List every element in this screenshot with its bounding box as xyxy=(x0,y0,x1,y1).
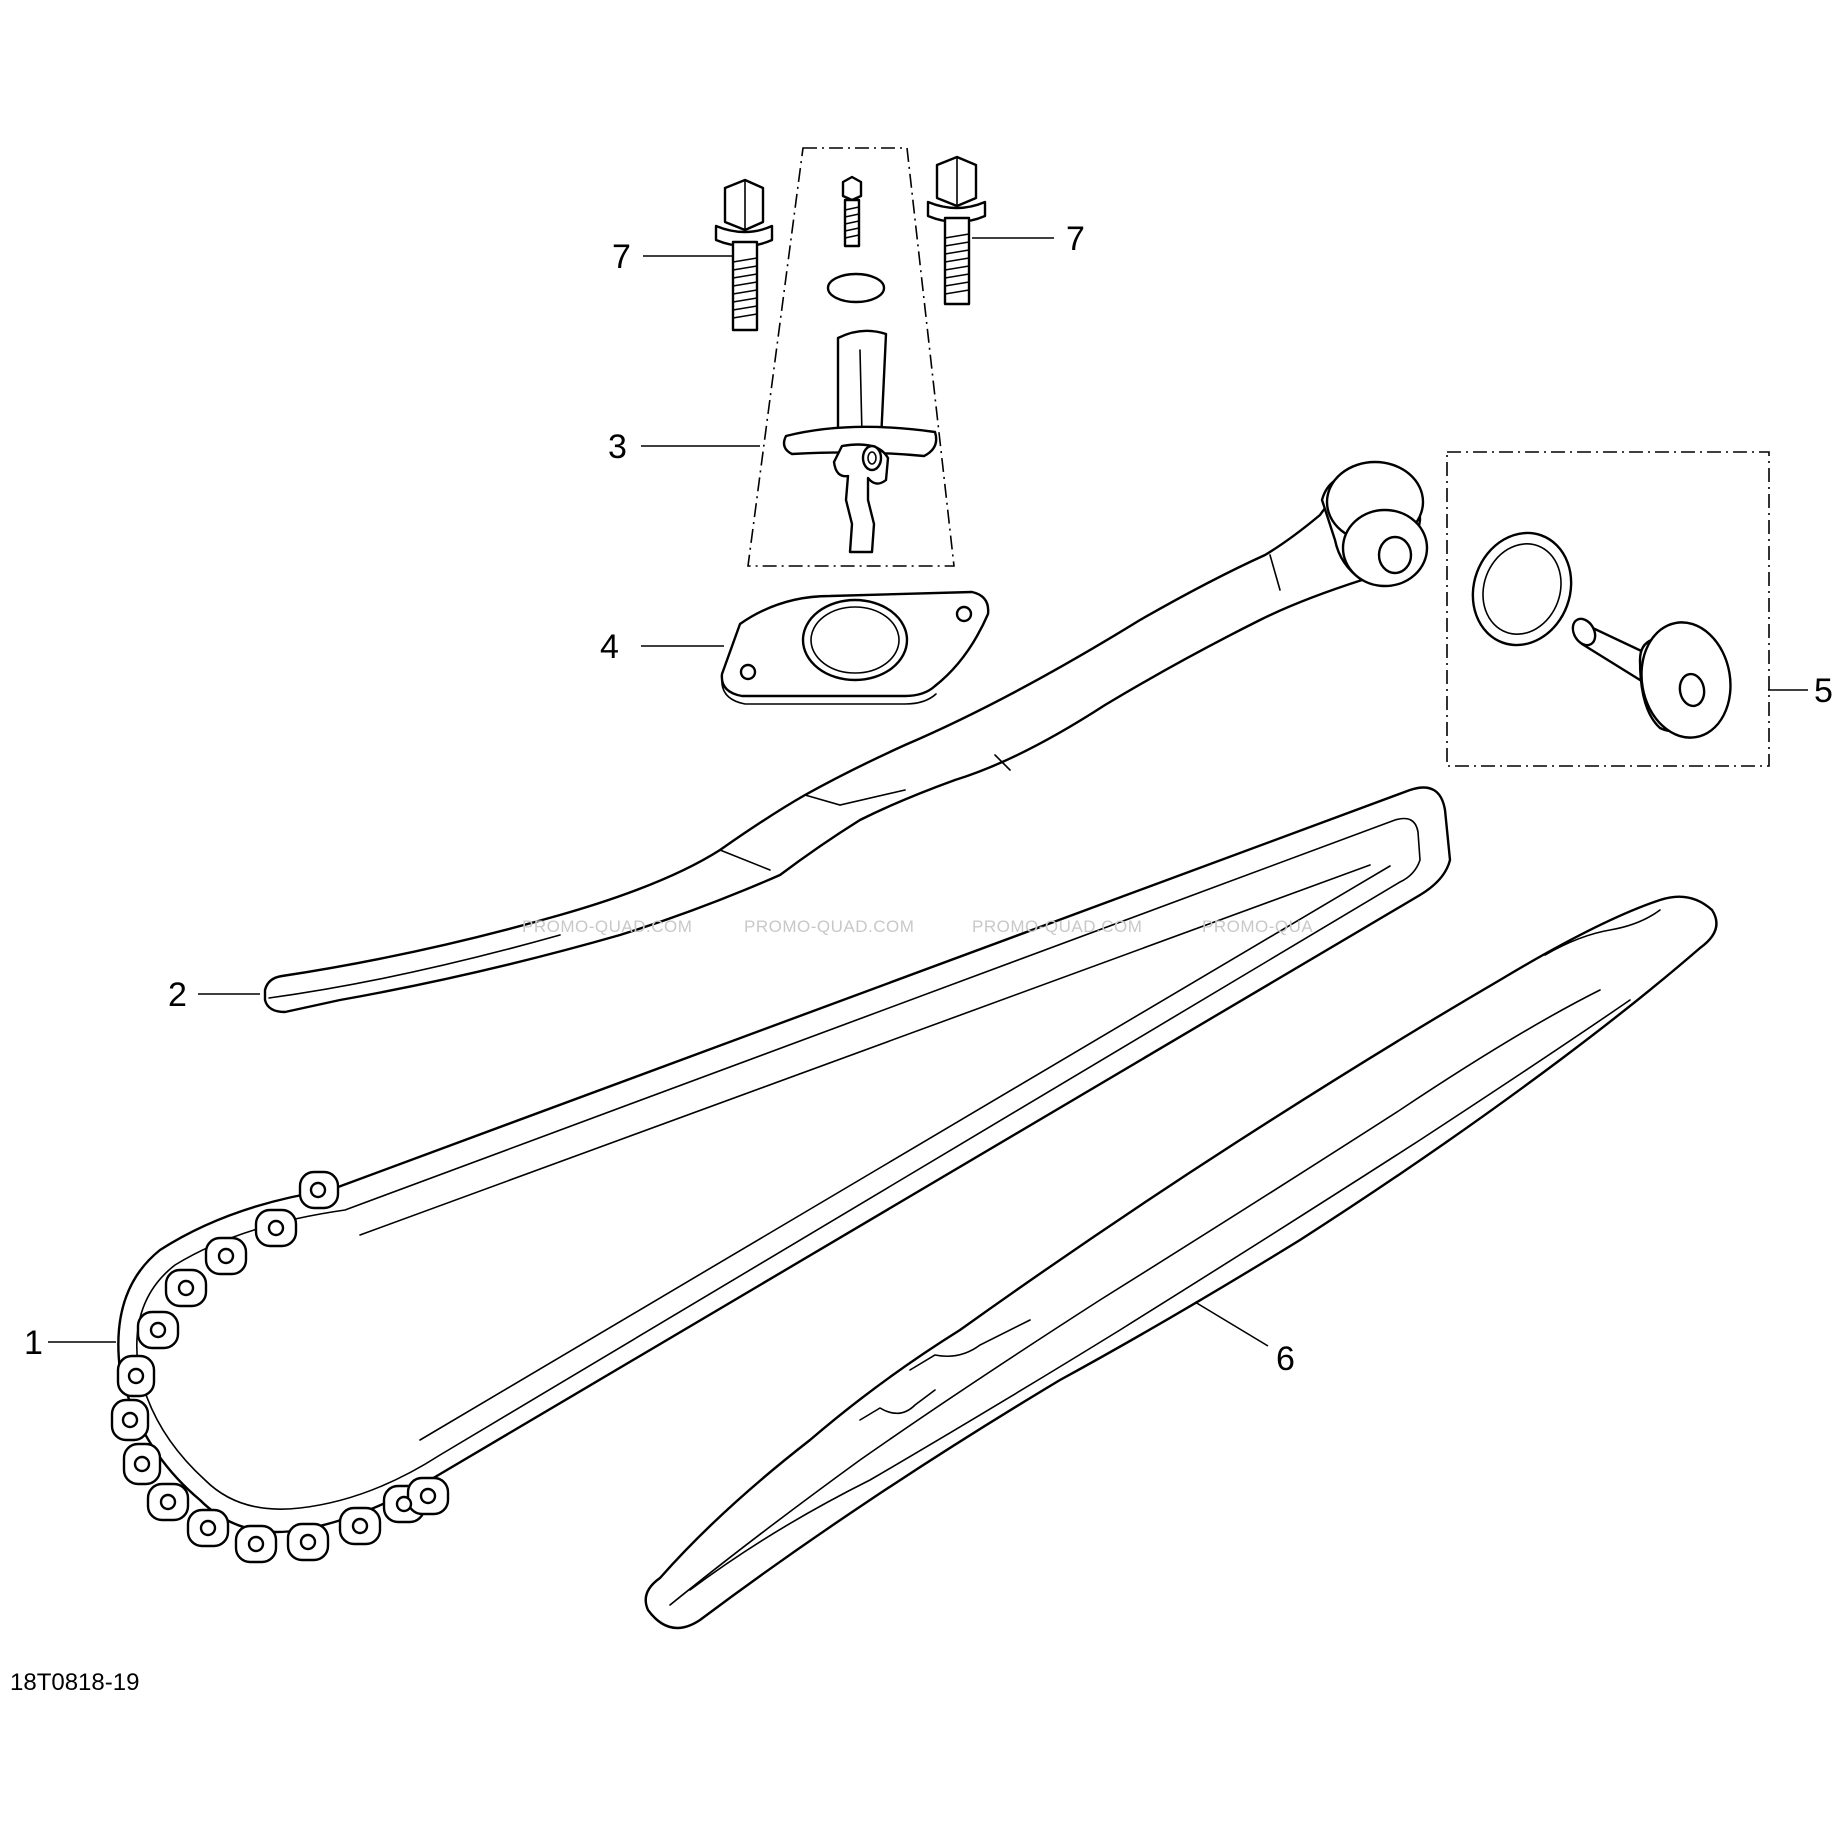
timing-chain xyxy=(110,786,1452,1564)
watermark: PROMO-QUAD.COM PROMO-QUAD.COM PROMO-QUAD… xyxy=(522,917,1313,936)
tensioner-assembly xyxy=(747,147,955,567)
tensioner-gasket xyxy=(720,590,990,705)
watermark-text: PROMO-QUA xyxy=(1202,917,1313,936)
guide-pivot-kit xyxy=(1446,451,1770,767)
leader-lines xyxy=(48,237,1808,1347)
callout-5: 5 xyxy=(1814,672,1833,710)
callout-7-left: 7 xyxy=(612,238,631,276)
callout-4: 4 xyxy=(600,628,619,666)
flange-bolt-right xyxy=(926,155,987,306)
watermark-text: PROMO-QUAD.COM xyxy=(972,917,1142,936)
watermark-text: PROMO-QUAD.COM xyxy=(522,917,692,936)
callout-6: 6 xyxy=(1276,1340,1295,1378)
callout-3: 3 xyxy=(608,428,627,466)
chain-slider xyxy=(644,895,1718,1630)
chain-guide xyxy=(263,460,1429,1014)
tensioner-kit-boundary xyxy=(747,147,955,567)
figure-code: 18T0818-19 xyxy=(10,1669,139,1696)
chain-link-pins xyxy=(121,1181,437,1553)
watermark-text: PROMO-QUAD.COM xyxy=(744,917,914,936)
callouts: 7 7 3 4 5 2 1 6 xyxy=(24,220,1833,1378)
callout-2: 2 xyxy=(168,976,187,1014)
flange-bolt-left xyxy=(714,178,774,332)
callout-7-right: 7 xyxy=(1066,220,1085,258)
pivot-kit-boundary xyxy=(1446,451,1770,767)
callout-1: 1 xyxy=(24,1324,43,1362)
